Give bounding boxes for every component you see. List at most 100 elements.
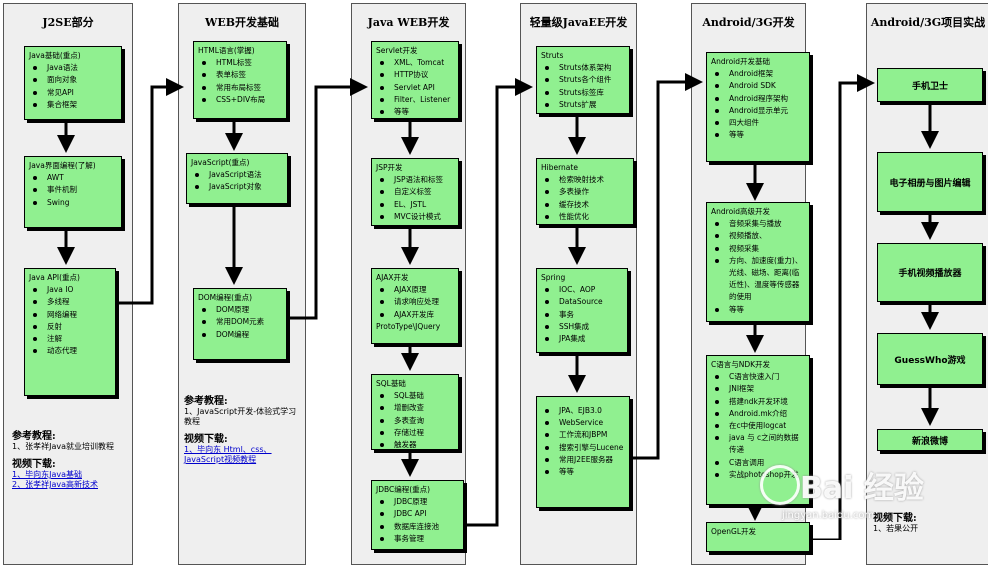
box-title: HTML语言(掌握): [198, 46, 255, 55]
list-item: 音频采集与播放: [711, 218, 805, 230]
list-item: JPA集成: [541, 333, 623, 345]
list-item: 面向对象: [29, 74, 117, 86]
list-item: 缓存技术: [541, 199, 629, 211]
video-link[interactable]: 2、张孝祥Java高新技术: [12, 480, 98, 489]
servlet-box: Servlet开发 XML、Tomcat HTTP协议 Servlet API …: [371, 41, 459, 119]
video-heading: 视频下载:: [12, 459, 56, 470]
watermark-url: jingyan.baidu.com: [782, 510, 875, 521]
list-item: 表单标签: [198, 69, 282, 81]
column-title: 轻量级JavaEE开发: [529, 16, 628, 29]
list-item: JPA、EJB3.0: [541, 405, 625, 417]
list-item: 搭建ndk开发环境: [711, 396, 805, 408]
list-item: 方向、加速度(重力)、光线、磁场、距离(临近性)、温度等传感器的使用: [711, 255, 805, 304]
list-item: 存储过程: [376, 427, 454, 439]
android-basic-box: Android开发基础 Android框架 Android SDK Androi…: [706, 52, 810, 162]
tutorial-item: 1、JavaScript开发-体验式学习教程: [184, 407, 297, 426]
list-item: 自定义标签: [376, 186, 454, 198]
baidu-jingyan-watermark: Bai 经验 jingyan.baidu.com: [752, 455, 988, 540]
struts-box: Struts Struts体系架构 Struts各个组件 Struts标签库 S…: [536, 46, 630, 114]
list-item: 等等: [541, 466, 625, 478]
list-item: 常用DOM元素: [198, 316, 282, 328]
list-item: 多表查询: [376, 415, 454, 427]
dom-box: DOM编程(重点) DOM原理 常用DOM元素 DOM编程: [193, 288, 287, 360]
box-title: Java基础(重点): [29, 51, 81, 60]
box-title: JDBC编程(重点): [376, 485, 431, 494]
list-item: 数据库连接池: [376, 521, 459, 533]
list-item: 事务管理: [376, 533, 459, 545]
javascript-box: JavaScript(重点) JavaScript语法 JavaScript对象: [186, 153, 288, 204]
sql-box: SQL基础 SQL基础 增删改查 多表查询 存储过程 触发器: [371, 374, 459, 450]
tutorial-item: 1、张孝祥Java就业培训教程: [12, 442, 114, 451]
list-item: 搜索引擎与Lucene: [541, 442, 625, 454]
list-item: Struts各个组件: [541, 74, 625, 86]
list-item: HTTP协议: [376, 69, 454, 81]
connector-arrows: [57, 73, 939, 540]
list-item: CSS+DIV布局: [198, 94, 282, 106]
tutorial-heading: 参考教程:: [184, 396, 228, 407]
column-title: Android/3G开发: [702, 16, 795, 29]
paw-icon: [760, 465, 800, 505]
jpa-box: JPA、EJB3.0 WebService 工作流和JBPM 搜索引擎与Luce…: [536, 396, 630, 508]
box-title: Servlet开发: [376, 46, 418, 55]
project-sina-weibo: 新浪微博: [877, 429, 983, 451]
references-j2se: 参考教程: 1、张孝祥Java就业培训教程 视频下载: 1、毕向东Java基础 …: [12, 428, 130, 490]
video-heading: 视频下载:: [184, 434, 228, 445]
list-item: IOC、AOP: [541, 284, 623, 296]
list-item: 事务: [541, 309, 623, 321]
column-title: Java WEB开发: [367, 16, 450, 29]
list-item: 注解: [29, 333, 111, 345]
list-item: JDBC原理: [376, 496, 459, 508]
list-item: 多线程: [29, 296, 111, 308]
list-item: JavaScript对象: [191, 181, 283, 193]
project-video-player: 手机视频播放器: [877, 243, 983, 302]
box-title: Hibernate: [541, 163, 578, 172]
list-item: Android.mk介绍: [711, 408, 805, 420]
list-item: 事件机制: [29, 184, 117, 196]
project-guesswho-game: GuessWho游戏: [877, 333, 983, 385]
list-item: Struts体系架构: [541, 62, 625, 74]
list-item: 常见API: [29, 87, 117, 99]
list-item: 反射: [29, 321, 111, 333]
list-item: JNI框架: [711, 383, 805, 395]
list-item: DataSource: [541, 296, 623, 308]
list-item: EL、JSTL: [376, 199, 454, 211]
list-item: 等等: [376, 106, 454, 118]
video-item: 1、若果公开: [873, 524, 919, 533]
video-link[interactable]: 1、毕向东 Html、css、JavaScript视频教程: [184, 445, 272, 464]
java-basic-box: Java基础(重点) Java语法 面向对象 常见API 集合框架: [24, 46, 122, 120]
list-item: Struts标签库: [541, 87, 625, 99]
list-item: 动态代理: [29, 345, 111, 357]
list-item: 在c中使用logcat: [711, 420, 805, 432]
spring-box: Spring IOC、AOP DataSource 事务 SSH集成 JPA集成: [536, 268, 628, 353]
list-item: 请求响应处理: [376, 296, 454, 308]
list-item: Java语法: [29, 62, 117, 74]
list-item: SSH集成: [541, 321, 623, 333]
references-android-projects: 视频下载: 1、若果公开: [873, 514, 983, 534]
list-item: HTML标签: [198, 57, 282, 69]
box-title: DOM编程(重点): [198, 293, 253, 302]
box-title: C语言与NDK开发: [711, 360, 771, 369]
list-item: 检索映射技术: [541, 174, 629, 186]
java-api-box: Java API(重点) Java IO 多线程 网络编程 反射 注解 动态代理: [24, 268, 116, 396]
references-web-basics: 参考教程: 1、JavaScript开发-体验式学习教程 视频下载: 1、毕向东…: [184, 393, 300, 465]
list-item: WebService: [541, 417, 625, 429]
list-item: JavaScript语法: [191, 169, 283, 181]
video-heading: 视频下载:: [873, 513, 917, 524]
list-item: C语言调用: [711, 457, 805, 469]
list-item: 视频采集: [711, 243, 805, 255]
list-item: 等等: [711, 129, 805, 141]
java-gui-box: Java界面编程(了解) AWT 事件机制 Swing: [24, 156, 122, 228]
list-item: Swing: [29, 197, 117, 209]
list-item: 性能优化: [541, 211, 629, 223]
list-item: Struts扩展: [541, 99, 625, 111]
tutorial-heading: 参考教程:: [12, 431, 56, 442]
project-mobile-guard: 手机卫士: [877, 68, 983, 102]
jdbc-box: JDBC编程(重点) JDBC原理 JDBC API 数据库连接池 事务管理: [371, 480, 464, 550]
list-item: 网络编程: [29, 309, 111, 321]
video-link[interactable]: 1、毕向东Java基础: [12, 470, 82, 479]
hibernate-box: Hibernate 检索映射技术 多表操作 缓存技术 性能优化: [536, 158, 634, 225]
box-title: Java界面编程(了解): [29, 161, 96, 170]
html-box: HTML语言(掌握) HTML标签 表单标签 常用布局标签 CSS+DIV布局: [193, 41, 287, 119]
list-item: XML、Tomcat: [376, 57, 454, 69]
list-item: Filter、Listener: [376, 94, 454, 106]
